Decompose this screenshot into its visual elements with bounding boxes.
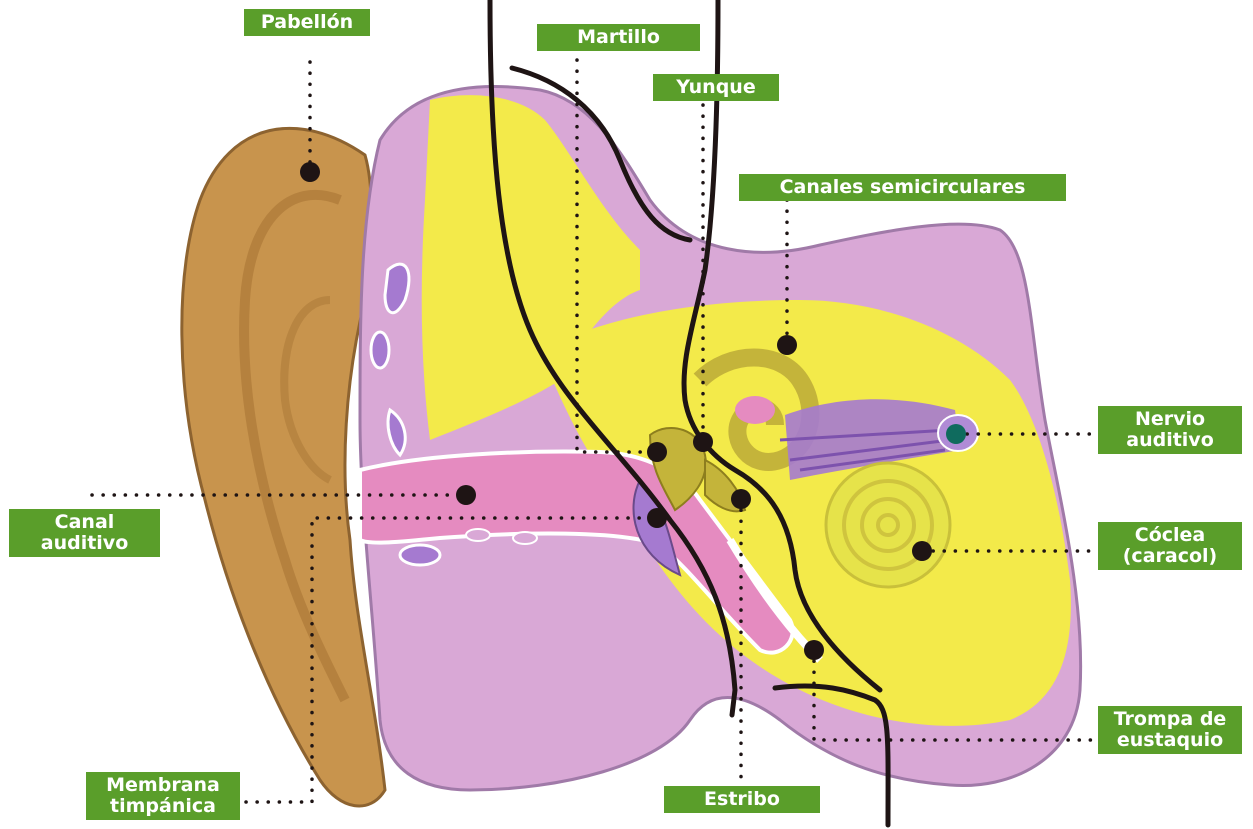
label-yunque: Yunque bbox=[653, 74, 779, 101]
label-pabellon: Pabellón bbox=[244, 9, 370, 36]
marker-estribo bbox=[731, 489, 751, 509]
marker-trompa bbox=[804, 640, 824, 660]
marker-martillo bbox=[647, 442, 667, 462]
marker-nervio bbox=[946, 424, 966, 444]
pinna bbox=[182, 128, 385, 806]
marker-membrana bbox=[647, 508, 667, 528]
marker-yunque bbox=[693, 432, 713, 452]
marker-pabellon bbox=[300, 162, 320, 182]
marker-canales bbox=[777, 335, 797, 355]
label-trompa-de-eustaquio: Trompa de eustaquio bbox=[1098, 706, 1242, 754]
marker-coclea bbox=[912, 541, 932, 561]
label-martillo: Martillo bbox=[537, 24, 700, 51]
label-coclea: Cóclea (caracol) bbox=[1098, 522, 1242, 570]
marker-canal bbox=[456, 485, 476, 505]
label-nervio-auditivo: Nervio auditivo bbox=[1098, 406, 1242, 454]
label-estribo: Estribo bbox=[664, 786, 820, 813]
label-canal-auditivo: Canal auditivo bbox=[9, 509, 160, 557]
label-canales-semicirculares: Canales semicirculares bbox=[739, 174, 1066, 201]
cochlea bbox=[826, 463, 950, 587]
label-membrana-timpanica: Membrana timpánica bbox=[86, 772, 240, 820]
